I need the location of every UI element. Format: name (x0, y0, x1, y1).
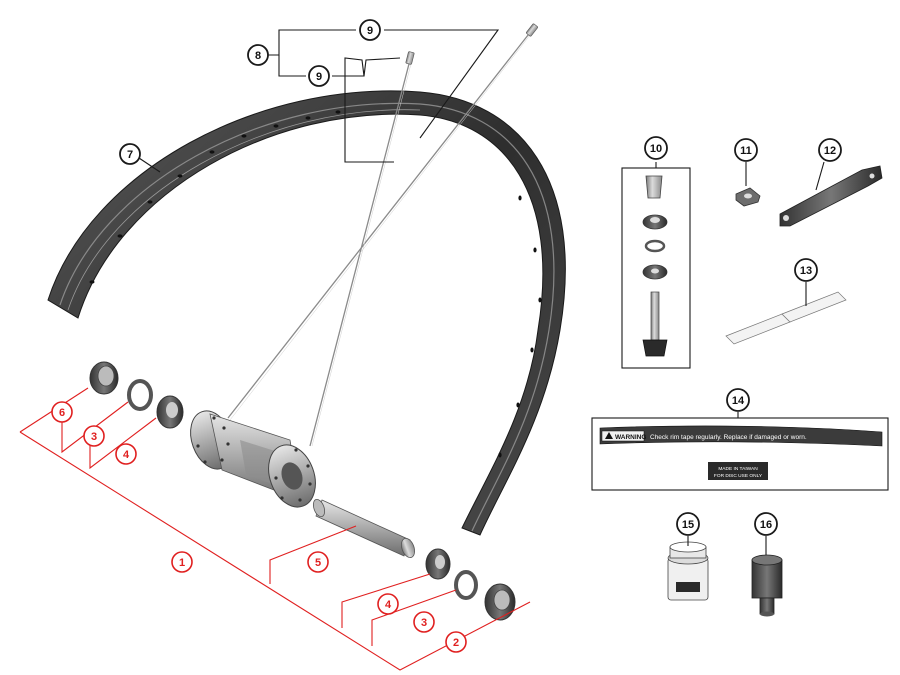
svg-text:16: 16 (760, 519, 772, 531)
svg-text:1: 1 (179, 557, 185, 569)
spoke-wrench (779, 165, 883, 227)
callout-8: 8 (247, 44, 269, 66)
callout-16: 16 (754, 512, 778, 536)
lock-nut-right (425, 548, 451, 580)
grease-jar (667, 541, 709, 601)
svg-text:4: 4 (123, 449, 130, 461)
rim-tape-box: WARNING Check rim tape regularly. Replac… (591, 417, 889, 491)
callout-6: 6 (51, 401, 73, 423)
callout-2: 2 (445, 631, 467, 653)
valve-parts-box (621, 167, 691, 369)
callout-10: 10 (644, 136, 668, 160)
callout-13: 13 (794, 258, 818, 282)
callout-5: 5 (307, 551, 329, 573)
spacer-left (127, 379, 153, 411)
nipple-washer (735, 187, 761, 207)
hub-tool (751, 554, 783, 617)
svg-text:7: 7 (127, 149, 133, 161)
black-leaders (138, 29, 825, 555)
svg-text:3: 3 (91, 431, 97, 443)
svg-text:5: 5 (315, 557, 321, 569)
callout-1: 1 (171, 551, 193, 573)
svg-text:13: 13 (800, 265, 812, 277)
callout-4-left: 4 (115, 443, 137, 465)
callout-11: 11 (734, 138, 758, 162)
svg-text:4: 4 (385, 599, 392, 611)
valve-spacer (642, 264, 668, 280)
svg-text:12: 12 (824, 145, 836, 157)
end-cap-right (484, 583, 516, 621)
rim-strips (725, 291, 847, 345)
warning-label: WARNING (615, 434, 646, 441)
svg-text:9: 9 (367, 25, 373, 37)
svg-text:8: 8 (255, 50, 261, 62)
disc-use-label: FOR DISC USE ONLY (714, 473, 763, 479)
callout-3-left: 3 (83, 425, 105, 447)
axle (312, 498, 415, 559)
valve-cap (645, 175, 663, 199)
end-cap-left (89, 361, 119, 395)
svg-text:10: 10 (650, 143, 662, 155)
callout-9-top: 9 (359, 19, 381, 41)
callout-15: 15 (676, 512, 700, 536)
callout-7: 7 (119, 143, 141, 165)
callout-9-lower: 9 (308, 65, 330, 87)
warning-text: Check rim tape regularly. Replace if dam… (650, 434, 807, 441)
spoke-nipples (405, 23, 538, 65)
svg-text:14: 14 (732, 395, 745, 407)
lock-nut-left (156, 395, 184, 429)
made-in-label: MADE IN TAIWAN (718, 466, 758, 472)
svg-text:15: 15 (682, 519, 694, 531)
callout-14: 14 (726, 388, 750, 412)
svg-text:9: 9 (316, 71, 322, 83)
callout-12: 12 (818, 138, 842, 162)
svg-text:11: 11 (740, 145, 752, 157)
valve-nut (642, 214, 668, 230)
svg-text:6: 6 (59, 407, 65, 419)
spokes (227, 29, 535, 447)
rim (47, 90, 566, 536)
svg-text:3: 3 (421, 617, 427, 629)
hub-body (190, 410, 316, 508)
svg-text:2: 2 (453, 637, 459, 649)
callout-3-right: 3 (413, 611, 435, 633)
callout-4-right: 4 (377, 593, 399, 615)
spacer-right (454, 570, 478, 600)
tubeless-valve (642, 291, 668, 357)
valve-washer (644, 239, 666, 253)
rim-spoke-holes (89, 110, 542, 458)
